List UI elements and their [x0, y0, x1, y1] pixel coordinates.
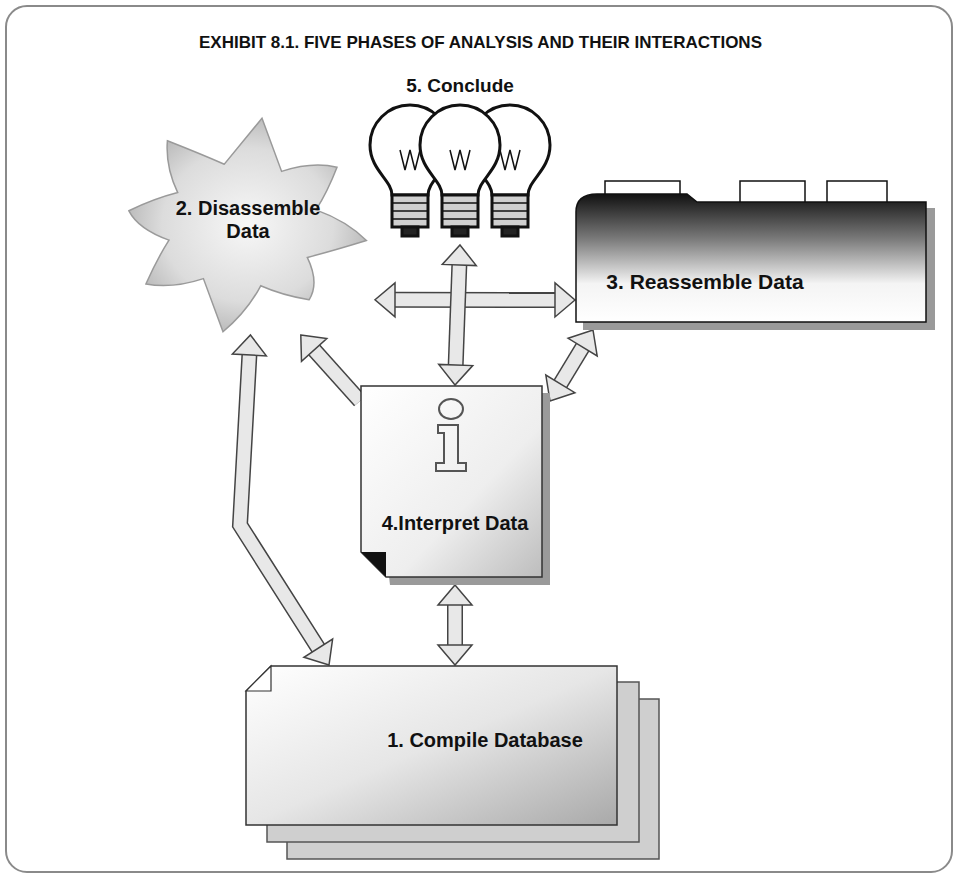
arrow-shaft-edge: [313, 348, 360, 401]
reassemble-folder: 3. Reassemble Data: [575, 180, 935, 330]
arrow-shaft: [559, 345, 583, 385]
disassemble-burst: 2. Disassemble Data: [110, 115, 375, 335]
phase-label: 4.Interpret Data: [382, 512, 529, 535]
text-area: 5. Conclude: [355, 70, 565, 102]
conclude-node: 5. Conclude: [355, 70, 565, 245]
arrow-shaft-edge: [393, 292, 557, 308]
arrow-shaft-edge: [447, 603, 463, 647]
arrow-head: [442, 245, 476, 266]
arrow-head: [232, 335, 266, 356]
arrow-shaft: [313, 348, 360, 401]
bulb: [420, 105, 500, 236]
text-area: 3. Reassemble Data: [595, 238, 815, 326]
phase-label: 1. Compile Database: [387, 729, 583, 752]
arrow-shaft-edge: [456, 263, 460, 367]
arrow-shaft: [449, 603, 462, 647]
arrow-shaft: [393, 293, 557, 306]
phase-arrow: [439, 245, 477, 385]
arrow-head: [304, 639, 333, 665]
doc-outline: [360, 385, 550, 585]
info-icon: [436, 399, 466, 471]
phase-label: 3. Reassemble Data: [606, 270, 803, 294]
stack-outline: [245, 665, 665, 865]
phase-arrow: [546, 330, 597, 401]
arrow-shaft: [456, 263, 460, 367]
arrow-head: [568, 330, 597, 356]
text-area: 2. Disassemble Data: [158, 170, 338, 270]
arrow-head: [546, 375, 575, 401]
phase-label: 2. Disassemble Data: [158, 197, 338, 243]
arrow-head: [555, 283, 575, 317]
arrow-shaft-edge: [559, 345, 583, 385]
arrow-head: [301, 335, 327, 361]
phase-arrow: [375, 283, 575, 317]
arrow-head: [375, 283, 395, 317]
exhibit-title: EXHIBIT 8.1. FIVE PHASES OF ANALYSIS AND…: [20, 33, 941, 53]
phase-arrow: [438, 585, 472, 665]
arrow-shaft: [240, 353, 319, 650]
arrow-head: [438, 645, 472, 665]
arrow-head: [439, 364, 473, 385]
interpret-document: 4.Interpret Data: [360, 385, 550, 585]
arrow-head: [438, 585, 472, 605]
phase-arrow: [301, 335, 360, 401]
compile-stack: 1. Compile Database: [245, 665, 665, 865]
phase-arrow: [232, 335, 332, 665]
text-area: 1. Compile Database: [375, 695, 595, 785]
text-area: 4.Interpret Data: [372, 477, 538, 569]
folder-outline: [575, 180, 935, 330]
phase-label: 5. Conclude: [406, 75, 514, 97]
arrow-shaft-edge: [240, 353, 319, 650]
